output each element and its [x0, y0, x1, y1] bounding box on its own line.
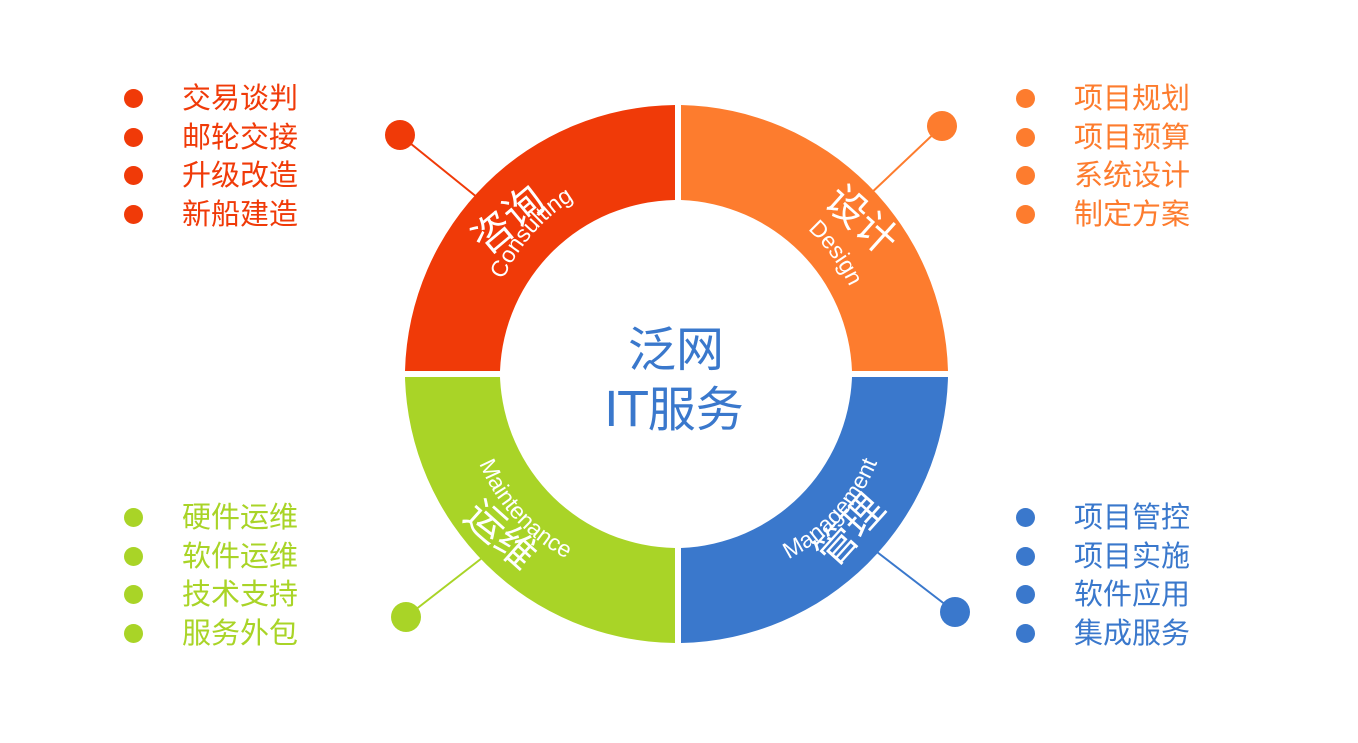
list-item-label: 硬件运维	[182, 500, 299, 534]
connector-maintenance	[405, 557, 483, 618]
list-item-label: 项目预算	[1074, 119, 1191, 154]
list-item-label: 项目实施	[1074, 538, 1191, 573]
maintenance-list: 硬件运维 软件运维 技术支持 服务外包	[124, 498, 299, 653]
list-item: 系统设计	[1016, 156, 1191, 195]
bullet-icon	[1016, 166, 1035, 185]
list-item-label: 服务外包	[182, 615, 299, 650]
center-title-line1: 泛网	[628, 322, 724, 378]
marker-maintenance	[391, 602, 421, 632]
list-item: 技术支持	[124, 575, 299, 614]
list-item-label: 软件应用	[1074, 577, 1191, 611]
bullet-icon	[1016, 204, 1035, 224]
bullet-icon	[124, 166, 143, 185]
list-item: 硬件运维	[124, 498, 299, 537]
bullet-icon	[1016, 127, 1035, 147]
design-list: 项目规划 项目预算 系统设计 制定方案	[1016, 79, 1191, 234]
connector-design	[867, 125, 943, 197]
marker-design	[927, 111, 957, 141]
list-item-label: 系统设计	[1074, 158, 1191, 192]
list-item: 软件运维	[124, 537, 299, 576]
connector-consulting	[399, 134, 479, 199]
connector-management	[876, 551, 956, 613]
bullet-icon	[124, 89, 143, 108]
consulting-list: 交易谈判 邮轮交接 升级改造 新船建造	[124, 79, 299, 234]
bullet-icon	[1016, 623, 1035, 643]
list-item-label: 交易谈判	[182, 81, 299, 115]
list-item: 新船建造	[124, 195, 299, 234]
bullet-icon	[124, 127, 143, 147]
marker-management	[940, 597, 970, 627]
segment-maintenance	[405, 377, 675, 643]
management-list: 项目管控 项目实施 软件应用 集成服务	[1016, 498, 1191, 653]
bullet-icon	[1016, 585, 1035, 604]
segment-consulting	[405, 105, 675, 371]
list-item: 项目管控	[1016, 498, 1191, 537]
segment-design	[681, 105, 948, 371]
list-item: 交易谈判	[124, 79, 299, 118]
list-item-label: 新船建造	[182, 196, 299, 231]
list-item: 制定方案	[1016, 195, 1191, 234]
list-item-label: 项目管控	[1074, 500, 1191, 534]
list-item-label: 制定方案	[1074, 196, 1191, 231]
list-item: 项目预算	[1016, 118, 1191, 157]
bullet-icon	[124, 623, 143, 643]
segment-management	[681, 377, 948, 643]
bullet-icon	[124, 585, 143, 604]
center-title-line2: IT服务	[604, 382, 743, 438]
list-item-label: 软件运维	[182, 538, 299, 573]
list-item: 项目规划	[1016, 79, 1191, 118]
bullet-icon	[1016, 546, 1035, 566]
list-item-label: 升级改造	[182, 158, 299, 192]
list-item: 软件应用	[1016, 575, 1191, 614]
list-item-label: 邮轮交接	[182, 119, 299, 154]
bullet-icon	[124, 546, 143, 566]
list-item-label: 技术支持	[182, 577, 299, 611]
list-item-label: 项目规划	[1074, 81, 1191, 115]
list-item: 升级改造	[124, 156, 299, 195]
list-item: 集成服务	[1016, 614, 1191, 653]
list-item: 服务外包	[124, 614, 299, 653]
list-item: 邮轮交接	[124, 118, 299, 157]
list-item: 项目实施	[1016, 537, 1191, 576]
bullet-icon	[124, 508, 143, 527]
marker-consulting	[385, 120, 415, 150]
bullet-icon	[1016, 89, 1035, 108]
bullet-icon	[1016, 508, 1035, 527]
list-item-label: 集成服务	[1074, 615, 1191, 650]
bullet-icon	[124, 204, 143, 224]
